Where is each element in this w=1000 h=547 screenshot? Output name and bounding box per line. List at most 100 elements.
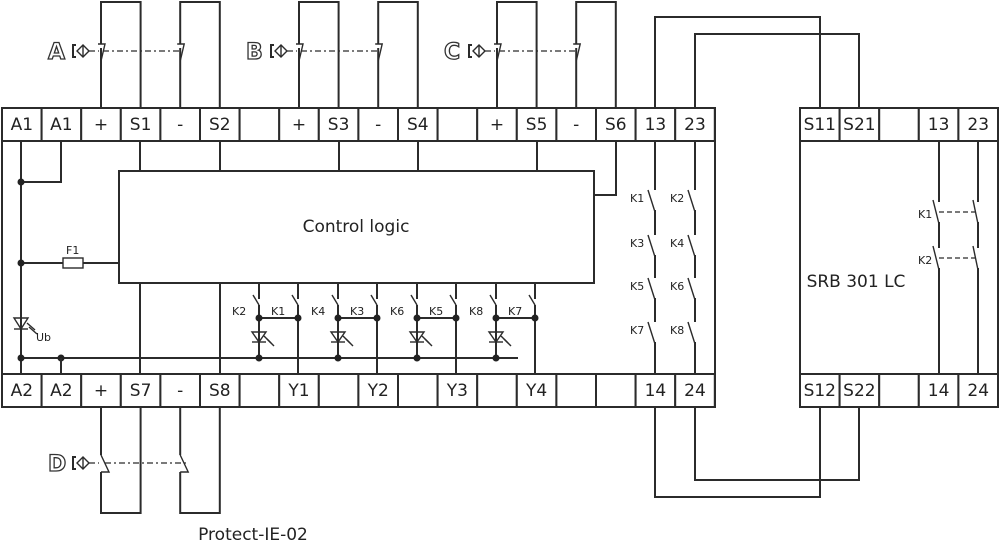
- sensor-letter: B: [246, 40, 263, 65]
- terminal-label: A2: [50, 381, 72, 401]
- terminal-label: -: [375, 115, 381, 135]
- secondary-contact-label: K1: [918, 208, 932, 221]
- status-led-icon: [329, 331, 354, 347]
- sensor-a: A: [47, 1, 221, 108]
- sensor-letter: D: [48, 452, 66, 477]
- terminal-label: +: [292, 115, 306, 135]
- led-contact-label: K4: [311, 305, 325, 318]
- terminal-cell: [674, 373, 716, 408]
- output-contact-label: K1: [630, 192, 644, 205]
- terminal-label: 14: [645, 381, 667, 401]
- terminal-label: S3: [328, 115, 350, 135]
- secondary-contact-label: K2: [918, 254, 932, 267]
- terminal-cell: [515, 373, 558, 408]
- terminal-cell: [436, 107, 479, 142]
- terminal-cell: [957, 373, 1000, 408]
- terminal-label: S11: [804, 115, 836, 135]
- terminal-label: A2: [11, 381, 33, 401]
- output-contact-label: K7: [630, 324, 644, 337]
- output-contact-label: K3: [630, 237, 644, 250]
- terminal-label: -: [573, 115, 579, 135]
- control-logic-label: Control logic: [303, 217, 410, 237]
- terminal-label: -: [177, 115, 183, 135]
- terminal-label: S1: [130, 115, 152, 135]
- sensors: A B C D: [47, 1, 617, 514]
- terminal-label: S8: [209, 381, 231, 401]
- inter-module-wiring: [654, 16, 860, 498]
- terminal-label: 23: [684, 115, 706, 135]
- terminal-cell: [278, 107, 320, 142]
- led-group: K8 K7: [469, 283, 539, 374]
- sensor-input-wiring: [139, 141, 617, 374]
- sensor-c: C: [443, 1, 617, 108]
- terminal-label: S4: [407, 115, 429, 135]
- led-contact-label: K8: [469, 305, 483, 318]
- terminal-cell: [357, 373, 399, 408]
- led-contact-label: K5: [429, 305, 443, 318]
- terminal-label: -: [177, 381, 183, 401]
- terminal-label: S6: [605, 115, 627, 135]
- terminal-cell: [476, 107, 518, 142]
- terminal-label: S5: [526, 115, 548, 135]
- led-contact-label: K2: [232, 305, 246, 318]
- output-contact-label: K4: [670, 237, 684, 250]
- status-led-icon: [408, 331, 433, 347]
- sensor-letter: A: [48, 40, 65, 65]
- terminal-cell: [238, 107, 281, 142]
- terminal-cell: [674, 107, 716, 142]
- terminal-cell: [957, 107, 1000, 142]
- terminal-cell: [878, 373, 920, 408]
- terminal-label: Y2: [367, 381, 389, 401]
- secondary-module-title: SRB 301 LC: [807, 272, 906, 292]
- led-group: K6 K5: [390, 283, 460, 374]
- terminal-label: 14: [928, 381, 950, 401]
- secondary-module-body: [799, 107, 999, 408]
- terminal-cell: [80, 373, 122, 408]
- terminal-label: Y4: [525, 381, 547, 401]
- terminal-label: +: [94, 381, 108, 401]
- power-supply-wiring: F1 Ub: [12, 141, 518, 374]
- fuse-label: F1: [66, 244, 79, 257]
- terminal-cell: [476, 373, 518, 408]
- sensor-b: B: [245, 1, 419, 108]
- led-contact-label: K1: [271, 305, 285, 318]
- led-contact-label: K7: [508, 305, 522, 318]
- control-logic-block: [118, 170, 595, 284]
- terminal-label: S2: [209, 115, 231, 135]
- terminal-cell: [595, 373, 637, 408]
- terminal-cell: [799, 107, 841, 142]
- output-contact-pair: K5 K6: [630, 277, 696, 322]
- terminal-label: 23: [967, 115, 989, 135]
- sensor-letter: C: [444, 40, 460, 65]
- terminal-label: S21: [843, 115, 875, 135]
- led-contact-label: K6: [390, 305, 404, 318]
- terminal-label: 24: [684, 381, 706, 401]
- led-group: K2 K1: [232, 283, 302, 374]
- terminal-label: 24: [967, 381, 989, 401]
- terminal-label: S22: [843, 381, 875, 401]
- terminal-cell: [555, 373, 598, 408]
- power-led-icon: [12, 317, 38, 335]
- output-contact-pair: K3 K4: [630, 234, 696, 278]
- terminal-cell: [357, 107, 399, 142]
- sensor-d: D: [47, 407, 221, 514]
- terminal-label: A1: [11, 115, 33, 135]
- diagram-caption: Protect-IE-02: [198, 525, 308, 545]
- output-contact-label: K5: [630, 280, 644, 293]
- terminal-cell: [317, 373, 360, 408]
- status-led-icon: [487, 331, 512, 347]
- terminal-label: 13: [645, 115, 667, 135]
- terminal-label: 13: [928, 115, 950, 135]
- terminal-label: Y3: [446, 381, 468, 401]
- output-contact-label: K6: [670, 280, 684, 293]
